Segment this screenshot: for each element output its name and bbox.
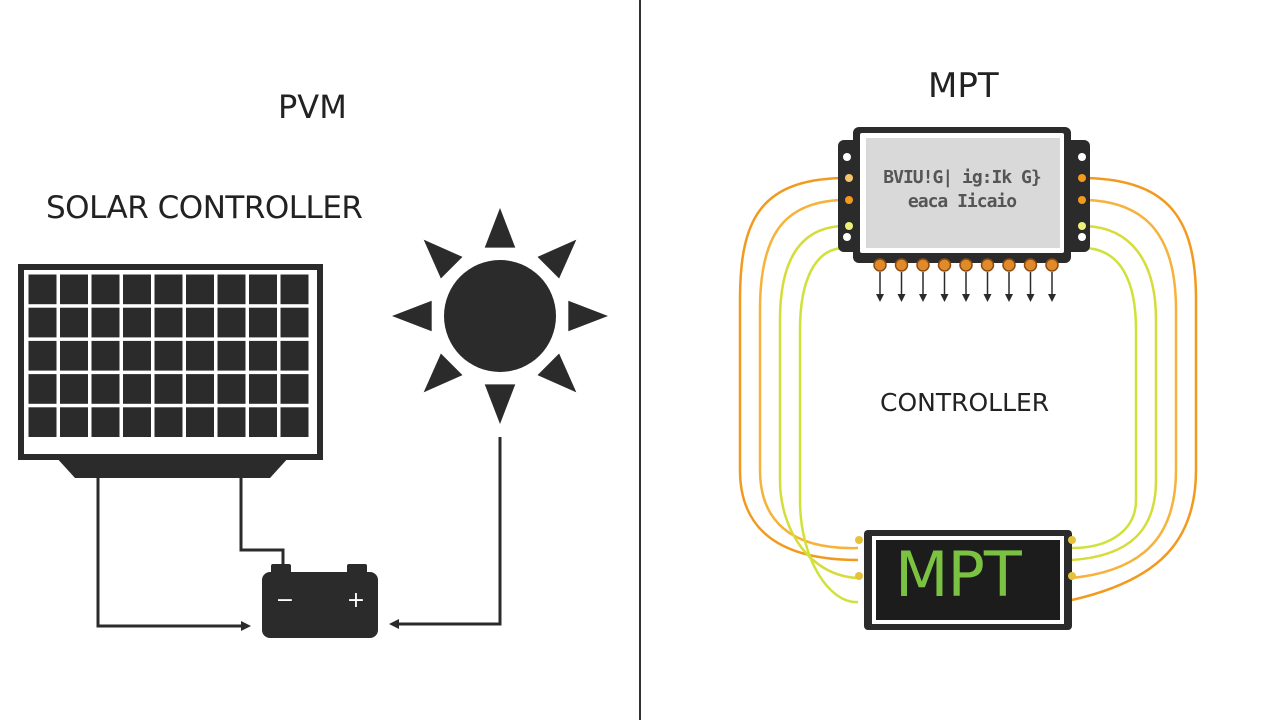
solar-cell bbox=[154, 307, 183, 338]
screen-line-2: eaca Iicaio bbox=[907, 191, 1017, 212]
solar-cell bbox=[60, 407, 88, 437]
solar-cell bbox=[123, 274, 151, 305]
solar-cell bbox=[60, 307, 88, 338]
sun-ray bbox=[392, 300, 432, 332]
solar-cell bbox=[217, 274, 246, 305]
solar-cell bbox=[217, 340, 246, 371]
solar-cell bbox=[249, 340, 277, 371]
sun-ray bbox=[537, 353, 577, 393]
battery-minus-label: − bbox=[276, 588, 294, 613]
solar-cell bbox=[91, 307, 120, 338]
mpt-box-label: MPT bbox=[895, 538, 1022, 611]
solar-cell bbox=[280, 407, 309, 437]
terminal-pin bbox=[1002, 258, 1016, 302]
solar-cell bbox=[280, 274, 309, 305]
solar-cell bbox=[249, 274, 277, 305]
solar-panel-icon bbox=[18, 264, 323, 478]
solar-cell bbox=[186, 407, 214, 437]
terminal-pin bbox=[873, 258, 887, 302]
solar-cell bbox=[249, 307, 277, 338]
terminal-pin bbox=[894, 258, 909, 302]
solar-cell bbox=[217, 307, 246, 338]
sun-ray bbox=[537, 239, 577, 279]
solar-cell bbox=[154, 407, 183, 437]
solar-cell bbox=[91, 374, 120, 404]
solar-cell bbox=[60, 274, 88, 305]
solar-cell bbox=[123, 374, 151, 404]
battery-plus-label: + bbox=[347, 588, 365, 613]
solar-cell bbox=[154, 274, 183, 305]
solar-cell bbox=[28, 374, 57, 404]
left-panel-subtitle: SOLAR CONTROLLER bbox=[46, 190, 363, 226]
sun-ray bbox=[568, 300, 608, 332]
solar-cell bbox=[217, 407, 246, 437]
solar-cell bbox=[280, 307, 309, 338]
solar-cell bbox=[28, 407, 57, 437]
solar-cell bbox=[280, 340, 309, 371]
terminal-pin bbox=[959, 258, 973, 302]
terminal-pin bbox=[1045, 258, 1059, 302]
solar-cell bbox=[186, 274, 214, 305]
solar-cell bbox=[186, 340, 214, 371]
solar-cell bbox=[28, 307, 57, 338]
solar-cell bbox=[123, 340, 151, 371]
solar-cell bbox=[154, 340, 183, 371]
sun-ray bbox=[423, 239, 463, 279]
sun-icon bbox=[392, 208, 608, 424]
left-wires bbox=[96, 437, 502, 631]
left-panel-title: PVM bbox=[278, 88, 347, 126]
battery-icon bbox=[262, 564, 378, 638]
solar-cell bbox=[60, 340, 88, 371]
controller-device-icon bbox=[838, 127, 1090, 302]
terminal-pin bbox=[980, 258, 995, 302]
solar-cell bbox=[28, 274, 57, 305]
right-panel-title: MPT bbox=[928, 66, 999, 106]
controller-screen-text: BVIU!G| ig:Ik G} eaca Iicaio bbox=[872, 166, 1052, 214]
solar-cell bbox=[186, 374, 214, 404]
solar-cell bbox=[123, 407, 151, 437]
right-wires bbox=[738, 176, 1198, 604]
controller-label: CONTROLLER bbox=[880, 388, 1050, 417]
screen-line-1: BVIU!G| ig:Ik G} bbox=[883, 167, 1041, 188]
solar-cell bbox=[280, 374, 309, 404]
solar-cell bbox=[91, 340, 120, 371]
solar-cell bbox=[60, 374, 88, 404]
solar-cell bbox=[186, 307, 214, 338]
solar-cell bbox=[249, 374, 277, 404]
mpt-box-icon bbox=[855, 530, 1076, 630]
sun-ray bbox=[484, 384, 516, 424]
sun-ray bbox=[484, 208, 516, 248]
terminal-pin bbox=[916, 258, 930, 302]
solar-cell bbox=[249, 407, 277, 437]
terminal-pin bbox=[937, 258, 952, 302]
solar-cell bbox=[154, 374, 183, 404]
solar-cell bbox=[91, 407, 120, 437]
solar-cell bbox=[28, 340, 57, 371]
solar-cell bbox=[217, 374, 246, 404]
solar-cell bbox=[91, 274, 120, 305]
solar-cell bbox=[123, 307, 151, 338]
sun-ray bbox=[423, 353, 463, 393]
terminal-pin bbox=[1023, 258, 1038, 302]
